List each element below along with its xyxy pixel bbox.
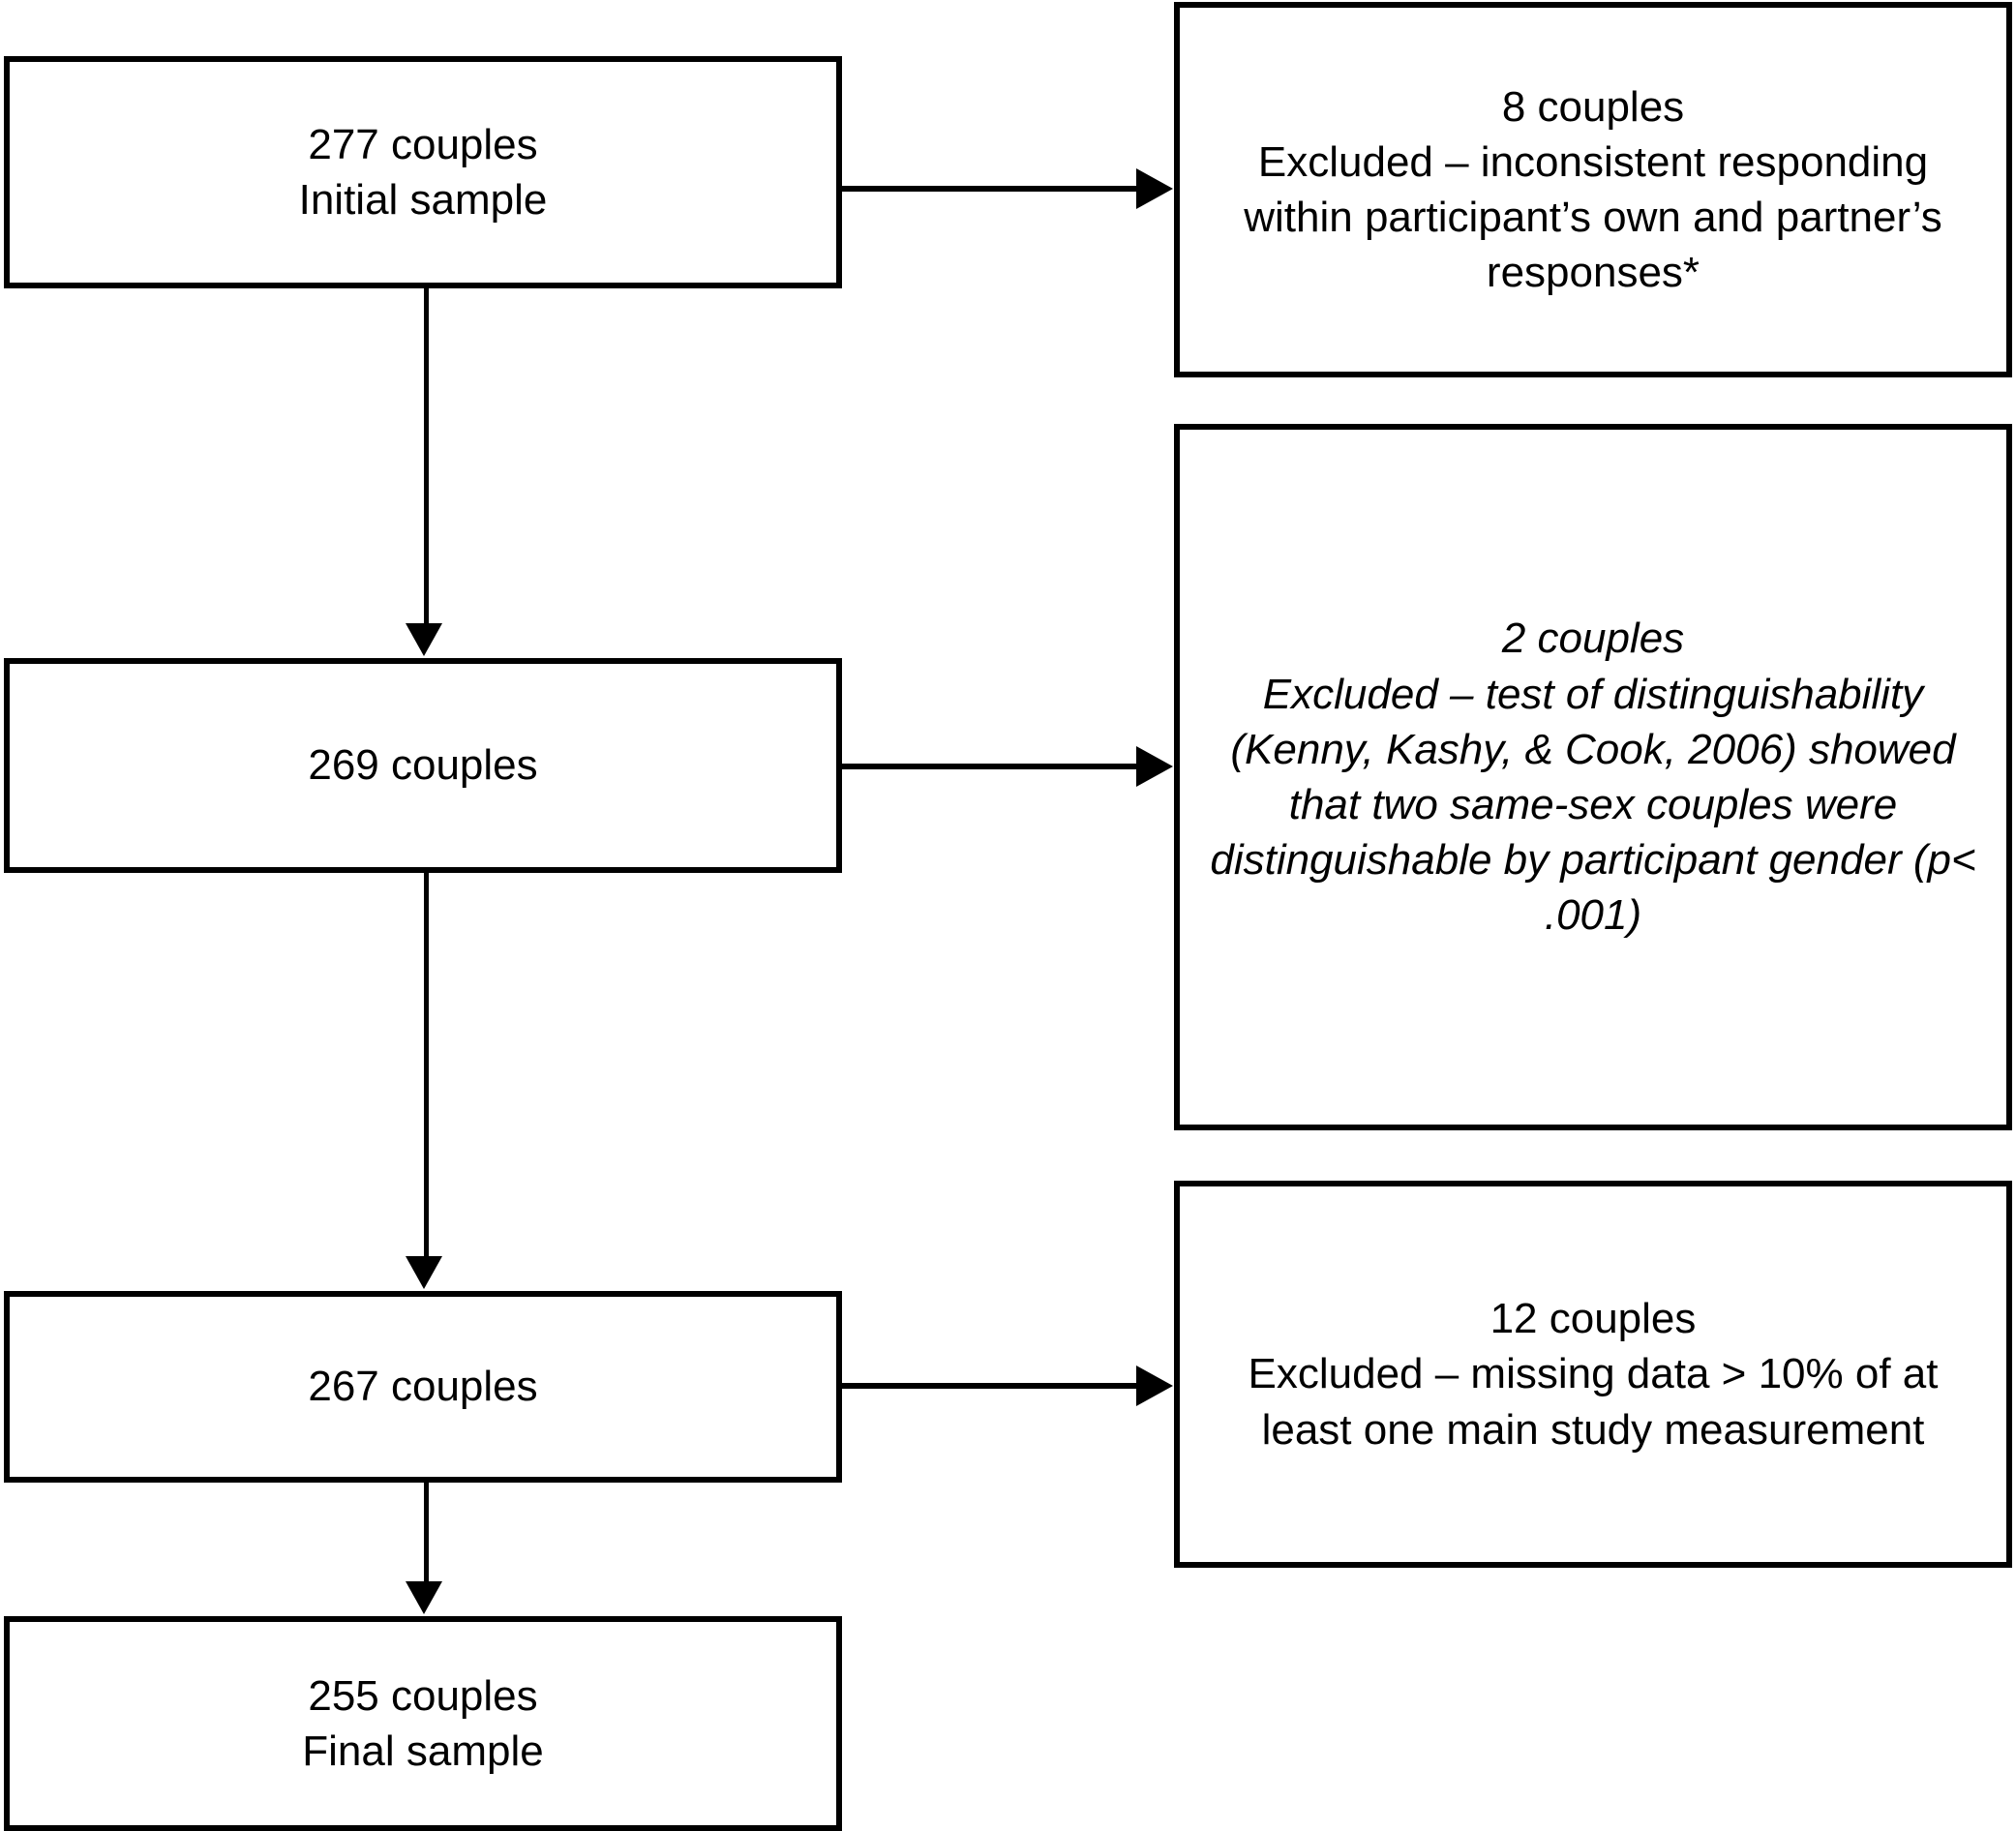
node-exclusion-2: 2 couples Excluded – test of distinguish… bbox=[1174, 424, 2012, 1130]
node-final-sample: 255 couples Final sample bbox=[4, 1616, 842, 1831]
node-initial-sample-label: 277 couples Initial sample bbox=[298, 120, 548, 224]
connector-269-to-exclusion-2 bbox=[838, 764, 1138, 769]
connector-267-to-final bbox=[424, 1481, 429, 1583]
node-final-sample-label: 255 couples Final sample bbox=[302, 1671, 544, 1775]
connector-269-to-267 bbox=[424, 871, 429, 1258]
arrowhead-down-icon bbox=[406, 1581, 442, 1614]
node-initial-sample: 277 couples Initial sample bbox=[4, 56, 842, 288]
arrowhead-right-icon bbox=[1136, 168, 1173, 209]
arrowhead-down-icon bbox=[406, 1256, 442, 1289]
arrowhead-right-icon bbox=[1136, 746, 1173, 787]
node-exclusion-3-label: 12 couples Excluded – missing data > 10%… bbox=[1248, 1295, 1939, 1454]
node-exclusion-1: 8 couples Excluded – inconsistent respon… bbox=[1174, 2, 2012, 377]
node-exclusion-3: 12 couples Excluded – missing data > 10%… bbox=[1174, 1181, 2012, 1568]
node-exclusion-1-label: 8 couples Excluded – inconsistent respon… bbox=[1244, 82, 1942, 297]
arrowhead-right-icon bbox=[1136, 1366, 1173, 1406]
connector-initial-to-269 bbox=[424, 286, 429, 625]
node-after-exclusion-1: 269 couples bbox=[4, 658, 842, 873]
node-after-exclusion-2: 267 couples bbox=[4, 1291, 842, 1483]
arrowhead-down-icon bbox=[406, 623, 442, 656]
connector-initial-to-exclusion-1 bbox=[838, 186, 1138, 192]
node-exclusion-2-label: 2 couples Excluded – test of distinguish… bbox=[1210, 615, 1976, 940]
connector-267-to-exclusion-3 bbox=[838, 1383, 1138, 1389]
node-after-exclusion-2-label: 267 couples bbox=[308, 1363, 538, 1411]
node-after-exclusion-1-label: 269 couples bbox=[308, 741, 538, 790]
